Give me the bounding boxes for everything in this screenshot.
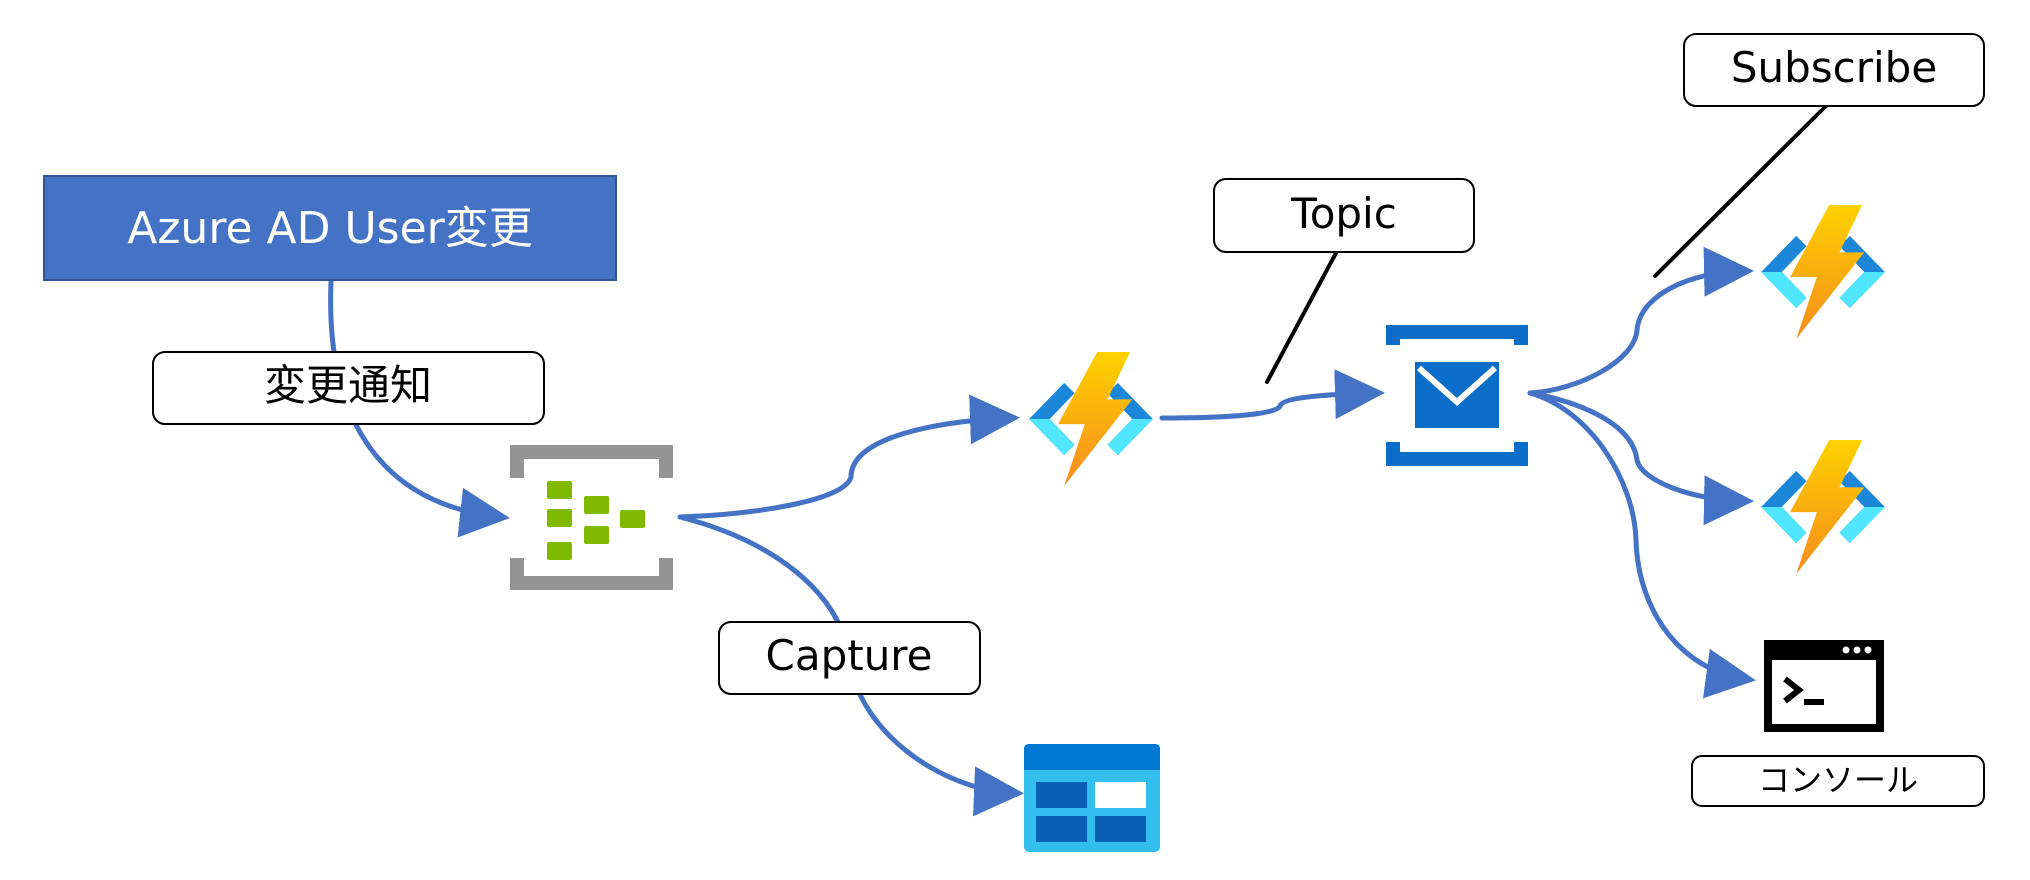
label-capture: Capture [718, 621, 981, 695]
connectors [328, 246, 1756, 817]
connector-function-to-servicebus [1159, 369, 1385, 421]
label-subscribe: Subscribe [1683, 33, 1985, 107]
callout-lines [1265, 104, 1828, 384]
label-console: コンソール [1691, 755, 1985, 807]
label-topic: Topic [1213, 178, 1475, 253]
subscribe-callout-line [1653, 104, 1828, 278]
subscribe-text: Subscribe [1731, 43, 1937, 92]
topic-callout-line [1265, 251, 1338, 384]
change-notification-text: 変更通知 [264, 361, 432, 410]
label-change-notification: 変更通知 [152, 351, 545, 425]
source-label: Azure AD User変更 [127, 203, 533, 254]
connector-eventhub-to-function [677, 394, 1020, 520]
topic-text: Topic [1290, 189, 1397, 238]
connector-source-to-eventhub [328, 279, 510, 538]
connector-servicebus-to-function-2 [1527, 390, 1754, 526]
service-bus-icon [1386, 325, 1528, 466]
event-hubs-icon [510, 445, 673, 590]
azure-functions-icon [1029, 352, 1153, 486]
connector-servicebus-to-function-1 [1527, 246, 1754, 396]
storage-table-icon [1024, 744, 1160, 852]
azure-functions-icon [1761, 205, 1885, 339]
connector-servicebus-to-console [1527, 390, 1756, 699]
console-text: コンソール [1758, 761, 1918, 799]
source-box: Azure AD User変更 [43, 175, 617, 281]
capture-text: Capture [766, 631, 933, 680]
azure-functions-icon [1761, 440, 1885, 574]
console-icon [1764, 640, 1884, 732]
